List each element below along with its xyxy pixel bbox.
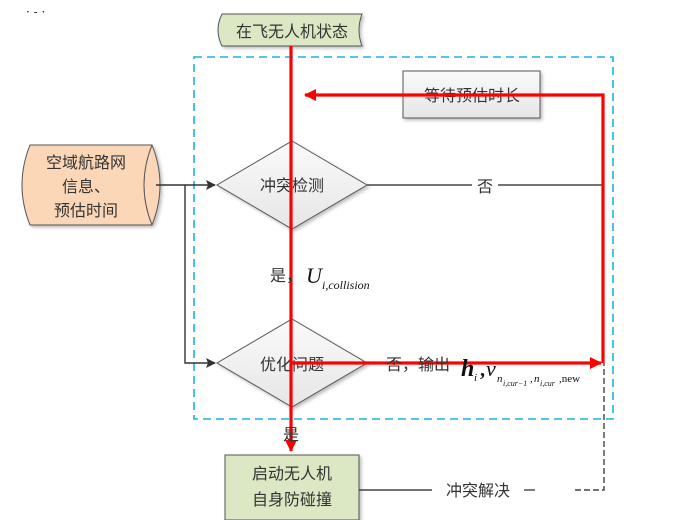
- detect-yes-subscript: i,collision: [322, 278, 370, 292]
- highlight-path: [285, 46, 605, 452]
- optimize-no-comma: ,: [480, 359, 485, 381]
- avoid-node-line-2: 自身防碰撞: [252, 490, 332, 509]
- input-node-line-1: 空域航路网: [46, 153, 126, 172]
- input-node[interactable]: [21, 144, 161, 226]
- optimize-no-v-sub1-sub: i,cur−1: [503, 379, 527, 388]
- corner-marks: · ‐ ·: [26, 5, 45, 19]
- detect-no-label: 否: [477, 177, 493, 196]
- input-node-line-3: 预估时间: [54, 201, 118, 220]
- optimize-no-v-sub2: n: [534, 373, 540, 385]
- optimize-no-prefix: 否，输出: [386, 355, 450, 374]
- resolve-label: 冲突解决: [446, 481, 510, 500]
- input-node-line-2: 信息、: [62, 177, 110, 196]
- optimize-no-v-sub-sep: ,: [530, 373, 533, 385]
- optimize-no-v: v: [486, 356, 496, 381]
- avoid-node-line-1: 启动无人机: [252, 464, 332, 483]
- detect-yes-prefix: 是，: [270, 266, 302, 285]
- resolve-connector-c: [575, 363, 605, 491]
- start-node[interactable]: [217, 13, 363, 47]
- optimize-no-v-sub2-sub: i,cur: [540, 379, 556, 388]
- optimize-no-h-sub: i: [474, 372, 477, 384]
- optimize-no-h: h: [461, 356, 474, 382]
- optimize-yes-label: 是: [283, 425, 299, 444]
- avoid-node[interactable]: [224, 454, 360, 520]
- optimize-no-v-sub3: ,new: [559, 373, 580, 385]
- optimize-no-v-sub1: n: [497, 373, 503, 385]
- detect-yes-symbol: U: [306, 263, 324, 288]
- group-border: [193, 56, 614, 420]
- start-node-label: 在飞无人机状态: [236, 22, 348, 41]
- input-to-optimize-connector: [184, 185, 216, 368]
